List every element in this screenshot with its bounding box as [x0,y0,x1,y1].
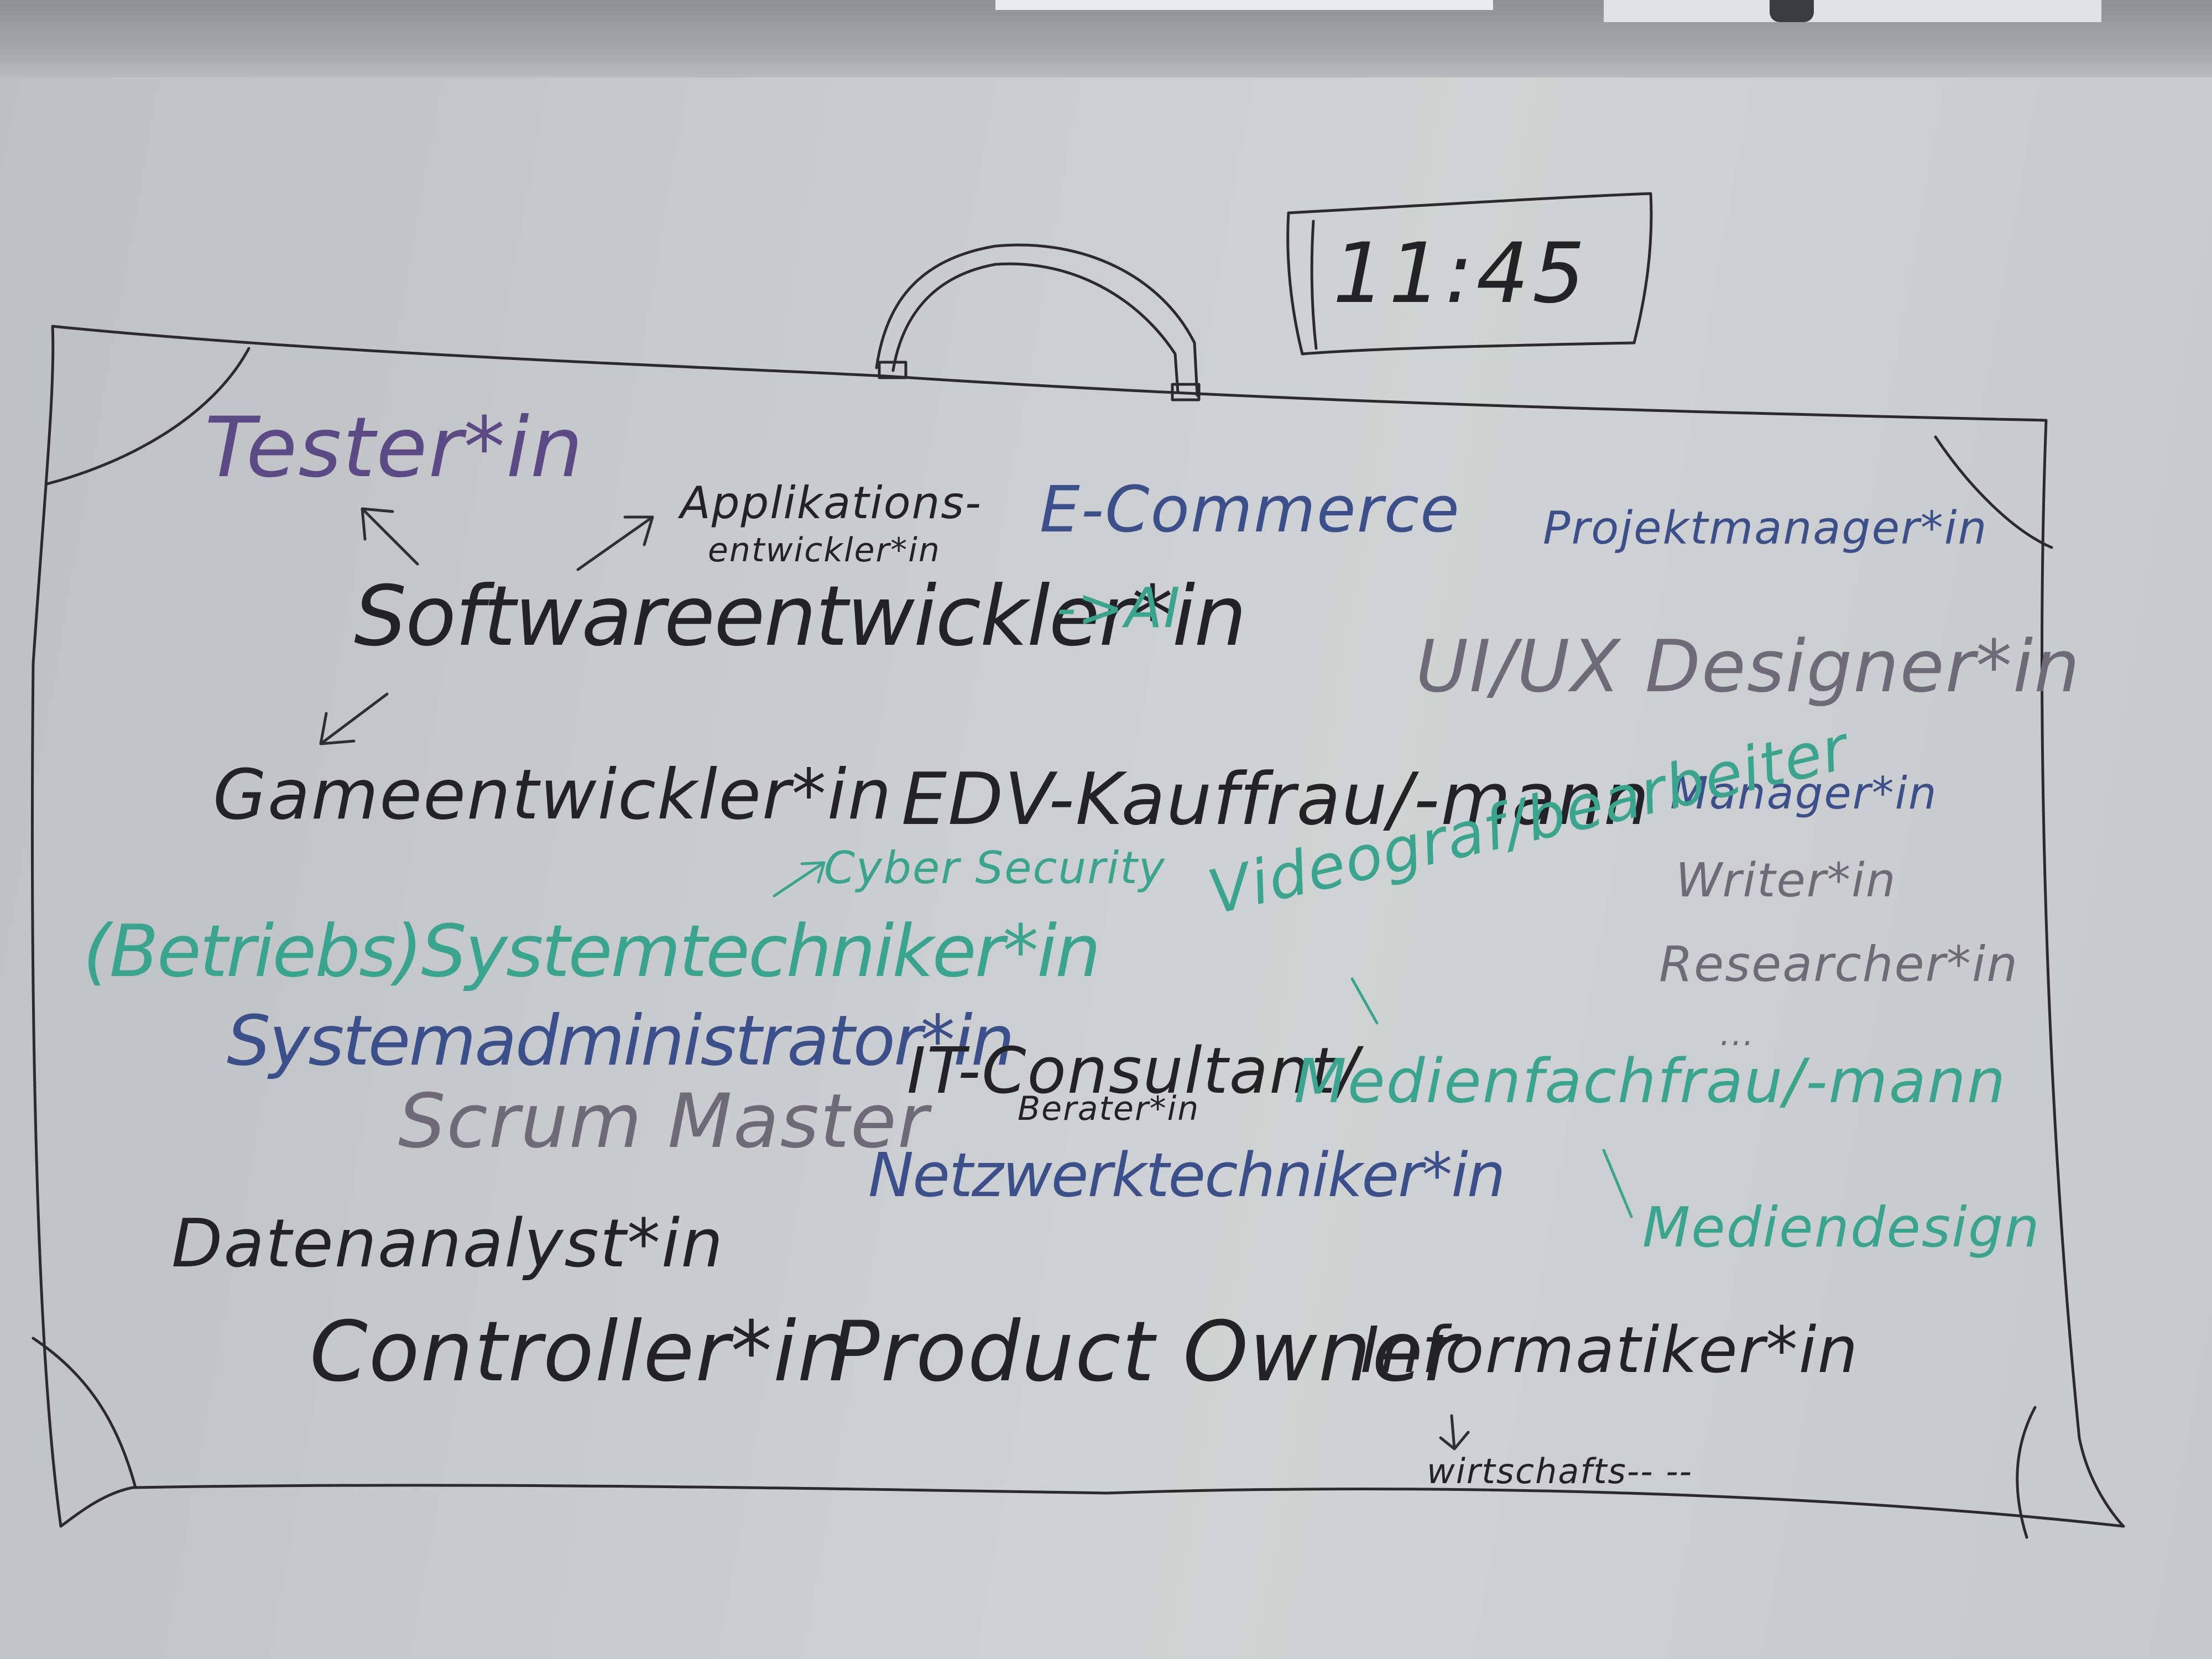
clock-box [1286,192,1653,356]
suitcase-outline [30,325,2125,1528]
word-netzwerktechniker: Netzwerktechniker*in [868,1140,1506,1211]
word-systemadministrator: Systemadministrator*in [227,1001,1015,1081]
word-applikation-line2: entwickler*in [708,531,941,570]
word-betriebs-systemtechniker: (Betriebs)Systemtechniker*in [83,909,1101,993]
arrow-to-applikation [576,515,654,571]
tick-videograf [1350,977,1379,1025]
word-informatiker: Informatiker*in [1360,1313,1859,1387]
clock-time: 11:45 [1333,226,1589,322]
window-light [995,0,1493,10]
word-edv-kauffrau: EDV-Kauffrau/-mann [901,757,1651,841]
board-clip [1770,0,1814,22]
arrow-to-wirtschafts [1439,1414,1470,1451]
corner-top-right [1934,435,2053,549]
word-ai: ->AI [1056,576,1181,640]
word-ecommerce: E-Commerce [1040,473,1460,547]
word-controller: Controller*in [310,1304,851,1400]
word-it-consultant: IT-Consultant/ [907,1034,1359,1108]
word-researcher: Researcher*in [1659,936,2019,993]
word-gameentwickler: Gameentwickler*in [213,755,893,835]
word-medienfachfrau: Medienfachfrau/-mann [1294,1046,2007,1117]
suitcase-handle [875,243,1199,397]
word-projektmanager: Projektmanager*in [1543,502,1988,555]
word-uiux-designer: UI/UX Designer*in [1416,624,2081,708]
word-tester: Tester*in [205,400,585,496]
word-product-owner: Product Owner [830,1304,1459,1400]
word-datenanalyst: Datenanalyst*in [171,1206,724,1282]
word-berater: Berater*in [1018,1089,1200,1128]
corner-bottom-right [2016,1406,2037,1539]
tick-mediendesign [1602,1149,1633,1218]
corner-bottom-left [32,1337,137,1489]
arrow-to-tester [361,507,419,566]
word-applikation-line1: Applikations- [680,477,982,529]
corner-top-left [45,347,251,486]
word-manager: Manager*in [1670,768,1938,819]
arrow-to-cyber [773,861,826,898]
window-light-right [1604,0,2101,22]
word-mediendesign: Mediendesign [1642,1195,2041,1260]
word-ellipsis: ... [1720,1015,1755,1053]
word-cyber-security: Cyber Security [824,842,1166,894]
word-scrum-master: Scrum Master [398,1078,930,1165]
word-softwareentwickler: Softwareentwickler*in [354,568,1246,665]
word-wirtschafts: wirtschafts-- -- [1427,1451,1693,1491]
word-writer: Writer*in [1676,853,1897,908]
arrow-to-game [319,692,389,745]
